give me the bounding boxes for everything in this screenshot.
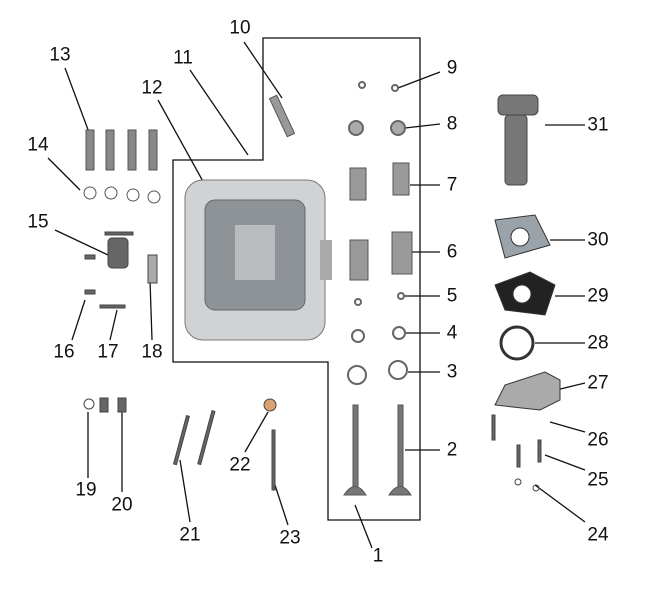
valve-group-outline: [172, 37, 421, 521]
callout-label-18: 18: [141, 341, 163, 363]
callout-label-23: 23: [279, 527, 301, 549]
small-parts: [83, 231, 542, 492]
callout-label-22: 22: [229, 454, 251, 476]
callout-label-7: 7: [446, 174, 458, 196]
callout-label-28: 28: [587, 332, 609, 354]
callout-label-25: 25: [587, 469, 609, 491]
camshaft: [497, 94, 539, 186]
callout-label-30: 30: [587, 229, 609, 251]
callout-label-12: 12: [141, 77, 163, 99]
callout-label-26: 26: [587, 429, 609, 451]
valves: [343, 404, 412, 496]
callout-label-10: 10: [229, 17, 251, 39]
springs: [349, 162, 413, 281]
callout-label-21: 21: [179, 524, 201, 546]
callout-label-31: 31: [587, 114, 609, 136]
intake-parts: [494, 214, 561, 411]
washers: [347, 81, 408, 385]
callout-label-1: 1: [372, 545, 384, 567]
callout-label-29: 29: [587, 285, 609, 307]
valve-guides: [83, 129, 161, 204]
callout-label-20: 20: [111, 494, 133, 516]
callout-label-19: 19: [75, 479, 97, 501]
spark-plug: [268, 94, 296, 138]
cylinder-head: [184, 179, 332, 341]
callout-label-17: 17: [97, 341, 119, 363]
callout-label-11: 11: [173, 47, 193, 69]
callout-label-5: 5: [446, 285, 458, 307]
callout-label-13: 13: [49, 44, 71, 66]
callout-label-8: 8: [446, 113, 458, 135]
callout-label-9: 9: [446, 57, 458, 79]
callout-label-27: 27: [587, 372, 609, 394]
callout-label-2: 2: [446, 439, 458, 461]
callout-label-3: 3: [446, 361, 458, 383]
callout-label-24: 24: [587, 524, 609, 546]
callout-label-15: 15: [27, 211, 49, 233]
callout-label-6: 6: [446, 241, 458, 263]
callout-label-14: 14: [27, 134, 49, 156]
callout-label-16: 16: [53, 341, 75, 363]
callout-label-4: 4: [446, 322, 458, 344]
